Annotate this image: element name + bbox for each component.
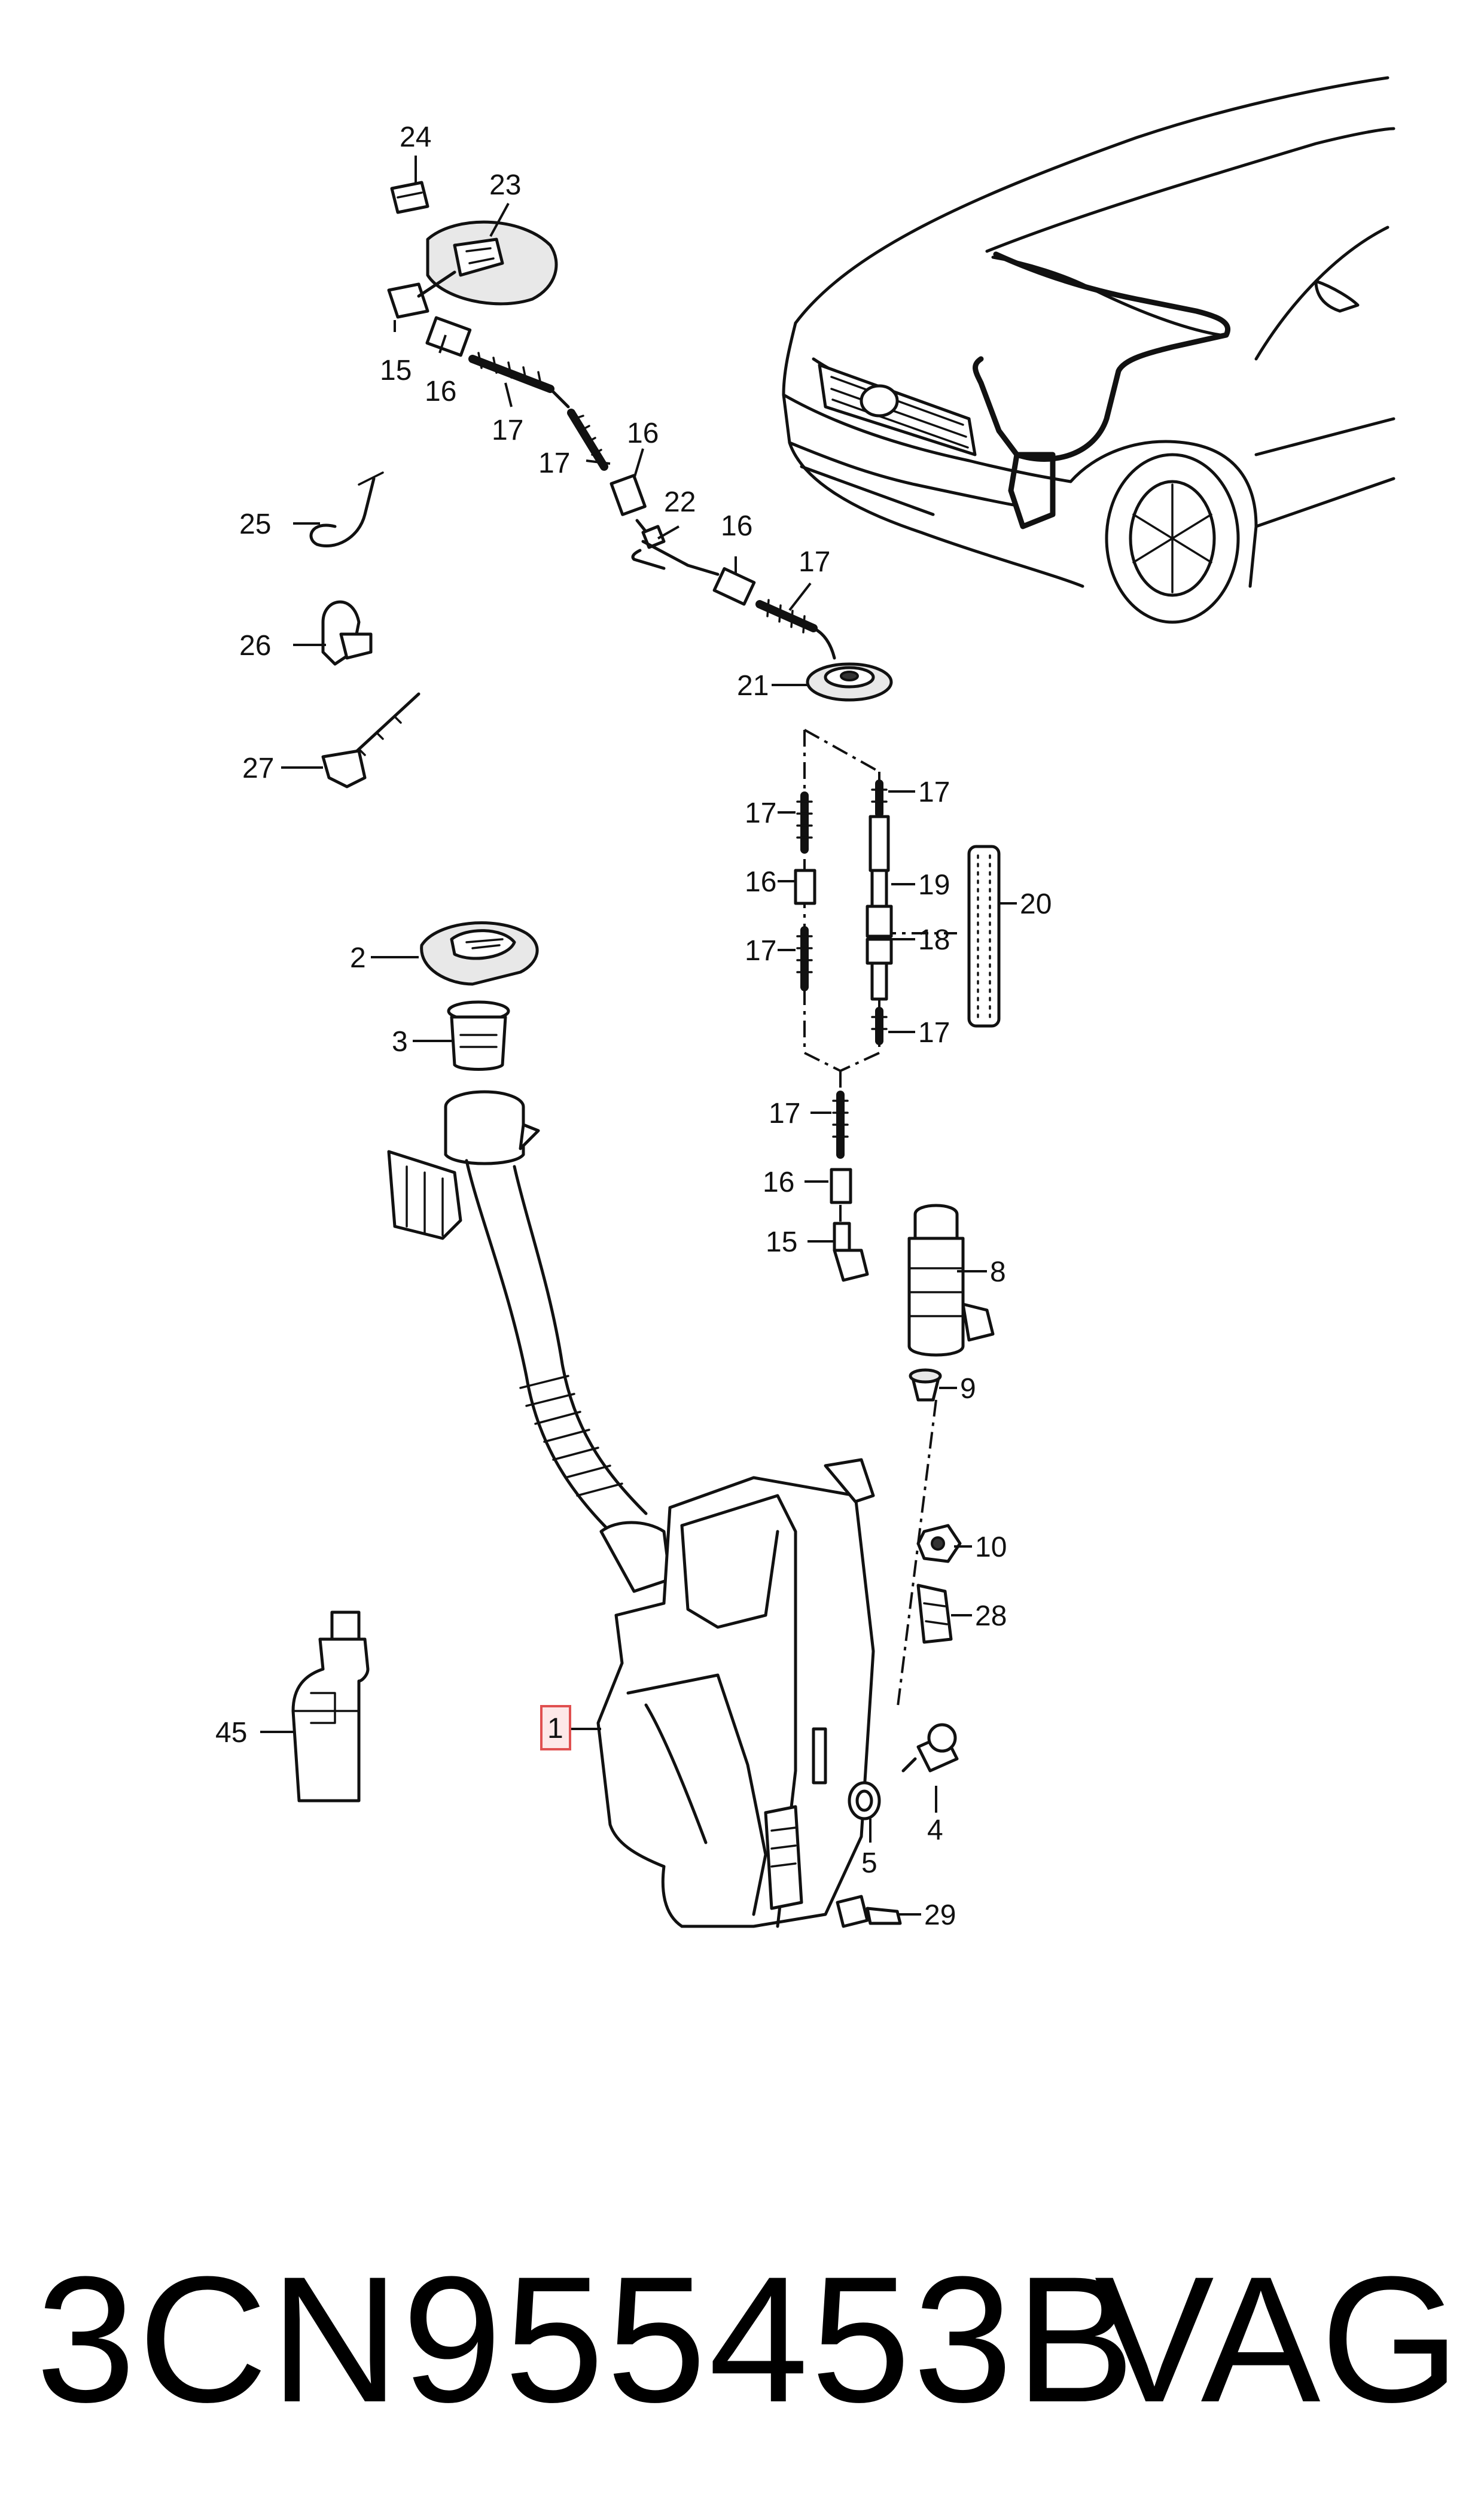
callout-10: 10 [975,1531,1007,1563]
cable-tie-27 [321,692,420,788]
callout-8: 8 [990,1256,1006,1288]
highlight-box-1 [540,1705,571,1750]
level-sensor-4 [901,1723,959,1773]
hose-clip-25 [309,471,384,548]
washer-pump-8 [907,1204,995,1357]
nut-10 [916,1524,962,1563]
strainer-3 [447,1000,510,1071]
callout-21: 21 [737,670,769,702]
car-outline [782,76,1395,624]
leader-lines [260,156,1017,1916]
callout-17: 17 [769,1098,800,1129]
grommet-9 [909,1368,942,1402]
callout-28: 28 [975,1600,1007,1632]
callout-16: 16 [745,866,776,898]
callout-15: 15 [380,355,412,386]
callout-16: 16 [763,1167,794,1198]
callout-20: 20 [1020,888,1052,920]
grommet-21 [806,662,893,702]
callout-17: 17 [799,546,830,578]
washer-nozzle-23 [426,220,558,306]
callout-5: 5 [861,1847,877,1879]
callout-22: 22 [664,486,696,518]
fluid-bottle-45 [291,1610,370,1803]
callout-26: 26 [239,630,271,662]
bracket-28 [916,1584,953,1644]
hose-column-left [794,791,816,991]
callout-3: 3 [392,1026,408,1058]
seal-5 [848,1781,881,1820]
connector-29 [836,1895,902,1928]
callout-25: 25 [239,509,271,540]
callout-17: 17 [745,797,776,829]
callout-17: 17 [492,415,523,446]
callout-29: 29 [924,1899,956,1931]
hose-column-right [866,780,893,1045]
callout-4: 4 [927,1814,943,1846]
callout-17: 17 [918,777,950,808]
callout-16: 16 [627,418,659,449]
clip-24 [390,181,429,214]
callout-labels: 24 23 15 16 17 16 17 22 16 17 25 26 27 2… [215,121,1052,1931]
callout-18: 18 [918,924,950,956]
insulation-sleeve-20 [967,845,1001,1028]
brand-label: VAG [1094,2239,1460,2440]
callout-16: 16 [425,376,456,407]
hose-clip-26 [321,600,373,666]
callout-1: 1 [547,1713,563,1744]
hose-assembly-upper [387,270,836,660]
callout-23: 23 [489,169,521,201]
callout-16: 16 [721,510,752,542]
callout-45: 45 [215,1717,247,1749]
filler-cap-2 [420,921,539,986]
callout-2: 2 [350,942,366,974]
callout-19: 19 [918,869,950,901]
callout-15: 15 [766,1226,797,1258]
callout-17: 17 [918,1017,950,1049]
filler-neck-and-tank-1 [387,1090,875,1928]
callout-17: 17 [538,447,570,479]
callout-9: 9 [960,1373,976,1405]
callout-24: 24 [400,121,431,153]
callout-27: 27 [242,753,274,784]
part-number-label: 3CN955453B [36,2239,1138,2440]
hose-column-lower [830,1091,869,1282]
callout-17: 17 [745,935,776,967]
